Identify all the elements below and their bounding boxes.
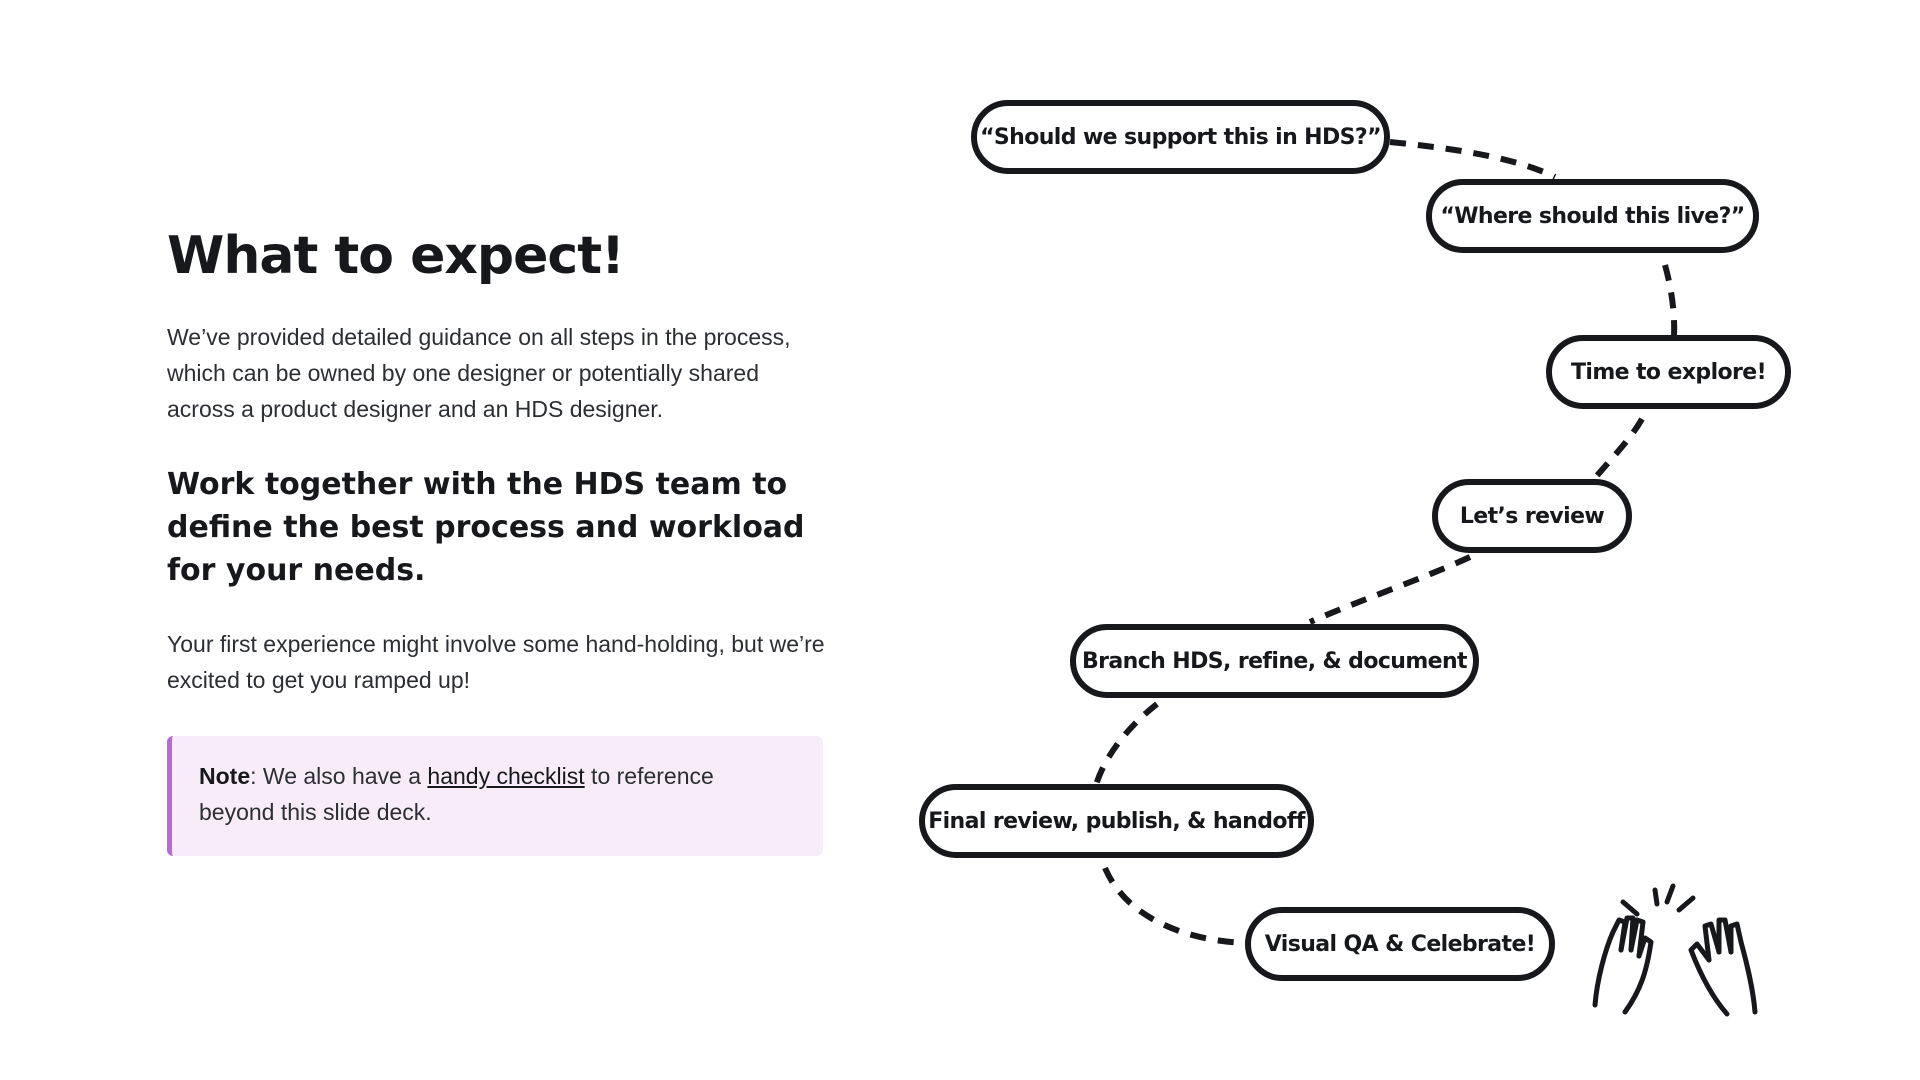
subheading: Work together with the HDS team to defin… [167, 467, 805, 589]
connector-6-7 [1102, 866, 1246, 946]
checklist-link[interactable]: handy checklist [427, 763, 585, 789]
connector-4-5 [1308, 554, 1472, 625]
body-paragraph: Your first experience might involve some… [167, 631, 825, 694]
step-visual-qa-celebrate: Visual QA & Celebrate! [1245, 907, 1555, 981]
note-text-after: to reference beyond this slide deck. [199, 763, 714, 825]
step-lets-review: Let’s review [1432, 479, 1632, 553]
step-support-in-hds: “Should we support this in HDS?” [971, 100, 1390, 174]
note-label: Note [199, 763, 251, 789]
step-label: Let’s review [1459, 503, 1605, 529]
intro-paragraph: We’ve provided detailed guidance on all … [167, 324, 791, 423]
step-label: Time to explore! [1570, 359, 1767, 385]
note-callout: Note: We also have a handy checklist to … [167, 736, 823, 856]
high-five-icon [1592, 883, 1758, 1017]
page-title: What to expect! [167, 226, 625, 286]
step-label: Visual QA & Celebrate! [1264, 931, 1536, 957]
connector-1-2 [1389, 139, 1557, 180]
step-time-to-explore: Time to explore! [1546, 335, 1791, 409]
note-text-before: : We also have a [250, 763, 428, 789]
connector-5-6 [1093, 701, 1159, 786]
step-final-review-publish-handoff: Final review, publish, & handoff [919, 784, 1314, 858]
text-column: What to expect! We’ve provided detailed … [167, 226, 827, 734]
step-label: Branch HDS, refine, & document [1082, 648, 1468, 674]
step-where-should-this-live: “Where should this live?” [1426, 179, 1759, 253]
step-label: “Should we support this in HDS?” [980, 124, 1381, 150]
step-branch-refine-document: Branch HDS, refine, & document [1070, 624, 1479, 698]
step-label: Final review, publish, & handoff [928, 808, 1305, 834]
connector-3-4 [1592, 417, 1645, 480]
connector-2-3 [1662, 264, 1678, 338]
step-label: “Where should this live?” [1440, 203, 1745, 229]
